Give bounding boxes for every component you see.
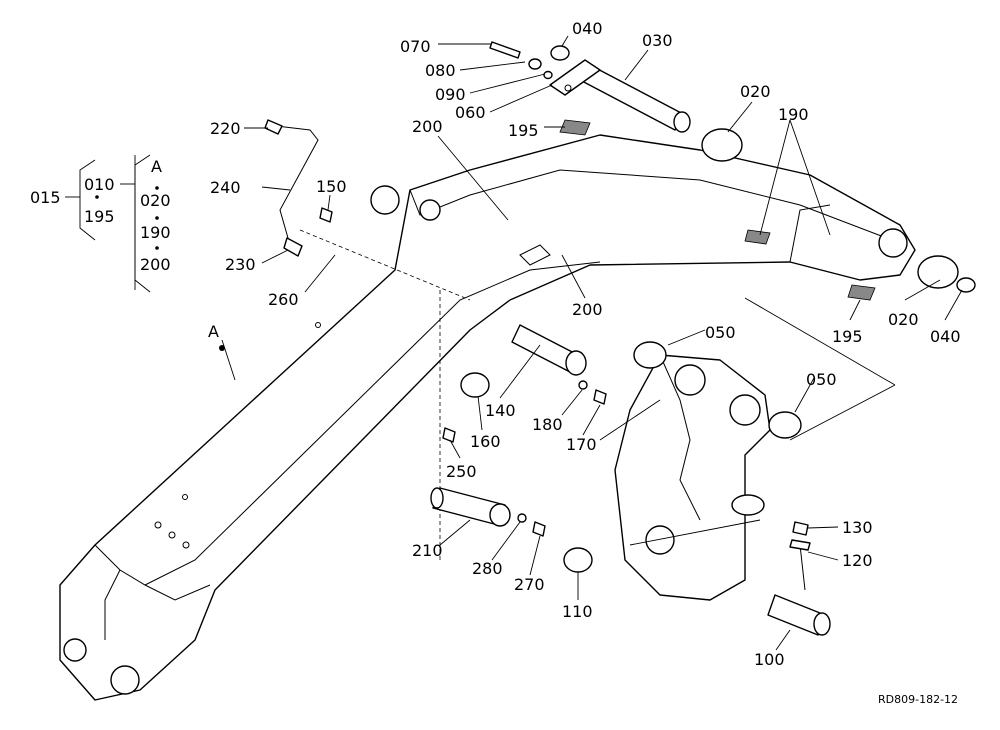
- callout-195-right: 195: [832, 327, 863, 346]
- loose-parts: [264, 41, 976, 636]
- callout-195-top: 195: [508, 121, 539, 140]
- kit-item-010: 010: [84, 175, 115, 194]
- kit-legend: 015 010 195 A 020 190 200: [30, 157, 171, 274]
- boom-arm: [59, 119, 916, 701]
- callout-100: 100: [754, 650, 785, 669]
- callout-060: 060: [455, 103, 486, 122]
- callout-140: 140: [485, 401, 516, 420]
- callout-110: 110: [562, 602, 593, 621]
- callout-070: 070: [400, 37, 431, 56]
- callout-210: 210: [412, 541, 443, 560]
- callout-250: 250: [446, 462, 477, 481]
- callout-120: 120: [842, 551, 873, 570]
- kit-item-200: 200: [140, 255, 171, 274]
- kit-sub-label-A: A: [151, 157, 162, 176]
- callout-A: A: [208, 322, 219, 341]
- callout-260: 260: [268, 290, 299, 309]
- callout-160: 160: [470, 432, 501, 451]
- callout-020-top: 020: [740, 82, 771, 101]
- drawing-code: RD809-182-12: [878, 693, 958, 706]
- callout-050-left: 050: [705, 323, 736, 342]
- callout-090: 090: [435, 85, 466, 104]
- callout-280: 280: [472, 559, 503, 578]
- callout-240: 240: [210, 178, 241, 197]
- callout-080: 080: [425, 61, 456, 80]
- callout-050-right: 050: [806, 370, 837, 389]
- kit-parent-015: 015: [30, 188, 61, 207]
- callout-200-top: 200: [412, 117, 443, 136]
- swing-bracket: [614, 354, 771, 601]
- callout-170: 170: [566, 435, 597, 454]
- callout-040-top: 040: [572, 19, 603, 38]
- callout-230: 230: [225, 255, 256, 274]
- callout-220: 220: [210, 119, 241, 138]
- kit-item-190: 190: [140, 223, 171, 242]
- callout-270: 270: [514, 575, 545, 594]
- callout-180: 180: [532, 415, 563, 434]
- callout-130: 130: [842, 518, 873, 537]
- kit-item-020: 020: [140, 191, 171, 210]
- callout-150: 150: [316, 177, 347, 196]
- callout-190: 190: [778, 105, 809, 124]
- callout-020-right: 020: [888, 310, 919, 329]
- kit-legend-lines: [65, 154, 225, 351]
- callout-030: 030: [642, 31, 673, 50]
- callout-040-right: 040: [930, 327, 961, 346]
- callout-200-mid: 200: [572, 300, 603, 319]
- leader-lines: [221, 35, 963, 651]
- kit-item-195: 195: [84, 207, 115, 226]
- callout-labels: 070 040 030 080 090 060 195 020 190 200 …: [208, 19, 961, 669]
